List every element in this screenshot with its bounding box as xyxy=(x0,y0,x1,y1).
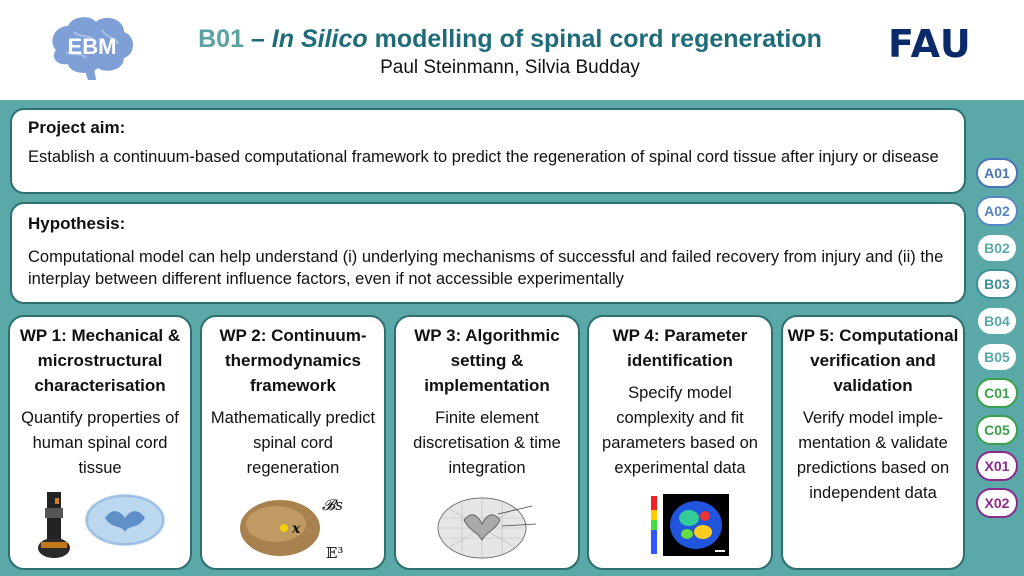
wp2-figure: x 𝓑s 𝔼³ xyxy=(202,488,384,564)
project-link-a01[interactable]: A01 xyxy=(976,158,1018,188)
wp3-body: Finite element discretisation & time int… xyxy=(413,409,561,477)
testing-device-and-tissue-image xyxy=(38,492,165,558)
project-link-c05[interactable]: C05 xyxy=(976,415,1018,445)
project-link-x01[interactable]: X01 xyxy=(976,451,1018,481)
work-package-4: WP 4: Parameter identification Specify m… xyxy=(587,315,773,570)
hypothesis-text: Computational model can help understand … xyxy=(28,248,944,288)
hypothesis-heading: Hypothesis: xyxy=(28,214,126,233)
page-title: B01 – In Silico modelling of spinal cord… xyxy=(160,24,860,54)
title-block: B01 – In Silico modelling of spinal cord… xyxy=(160,24,860,80)
continuum-body-illustration: x 𝓑s 𝔼³ xyxy=(240,496,343,562)
body-label: 𝓑s xyxy=(322,496,343,514)
finite-element-mesh-illustration xyxy=(437,497,537,559)
wp5-title: WP 5: Computational verification and val… xyxy=(787,326,959,395)
work-package-1: WP 1: Mechanical & microstructural chara… xyxy=(8,315,192,570)
wp4-title: WP 4: Parameter identification xyxy=(612,326,748,370)
project-link-c01[interactable]: C01 xyxy=(976,378,1018,408)
wp5-body: Verify model imple-mentation & validate … xyxy=(796,409,950,502)
wp1-figure xyxy=(10,488,190,564)
ebm-logo: EBM xyxy=(44,12,140,82)
project-link-b05[interactable]: B05 xyxy=(976,342,1018,372)
poster-header: EBM B01 – In Silico modelling of spinal … xyxy=(0,0,1024,100)
project-link-b02[interactable]: B02 xyxy=(976,233,1018,263)
wp4-body: Specify model complexity and fit paramet… xyxy=(602,384,758,477)
wp2-body: Mathematically predict spinal cord regen… xyxy=(210,409,376,477)
fau-logo: FAU xyxy=(888,22,972,66)
project-link-b03[interactable]: B03 xyxy=(976,269,1018,299)
parameter-map-heatmap xyxy=(651,494,729,556)
project-link-a02[interactable]: A02 xyxy=(976,196,1018,226)
project-aim-heading: Project aim: xyxy=(28,118,126,137)
project-link-x02[interactable]: X02 xyxy=(976,488,1018,518)
project-aim-text: Establish a continuum-based computationa… xyxy=(28,148,939,166)
wp3-title: WP 3: Algorithmic setting & implementati… xyxy=(414,326,560,395)
title-italic: In Silico xyxy=(271,25,368,53)
wp3-figure xyxy=(396,488,578,564)
authors: Paul Steinmann, Silvia Budday xyxy=(380,57,640,78)
work-package-5: WP 5: Computational verification and val… xyxy=(781,315,965,570)
wp4-figure xyxy=(589,488,771,564)
work-package-2: WP 2: Continuum-thermodynamics framework… xyxy=(200,315,386,570)
wp1-title: WP 1: Mechanical & microstructural chara… xyxy=(19,326,181,395)
wp2-title: WP 2: Continuum-thermodynamics framework xyxy=(219,326,367,395)
project-aim-panel: Project aim: Establish a continuum-based… xyxy=(10,108,966,194)
title-project-code: B01 xyxy=(198,25,244,53)
euclidean-space-label: 𝔼³ xyxy=(326,544,343,562)
hypothesis-panel: Hypothesis: Computational model can help… xyxy=(10,202,966,304)
ebm-logo-text: EBM xyxy=(68,34,117,59)
project-link-b04[interactable]: B04 xyxy=(976,306,1018,336)
title-rest: modelling of spinal cord regeneration xyxy=(367,25,822,53)
work-package-3: WP 3: Algorithmic setting & implementati… xyxy=(394,315,580,570)
point-x-label: x xyxy=(291,521,301,537)
title-dash: – xyxy=(243,25,272,53)
wp1-body: Quantify properties of human spinal cord… xyxy=(21,409,179,477)
